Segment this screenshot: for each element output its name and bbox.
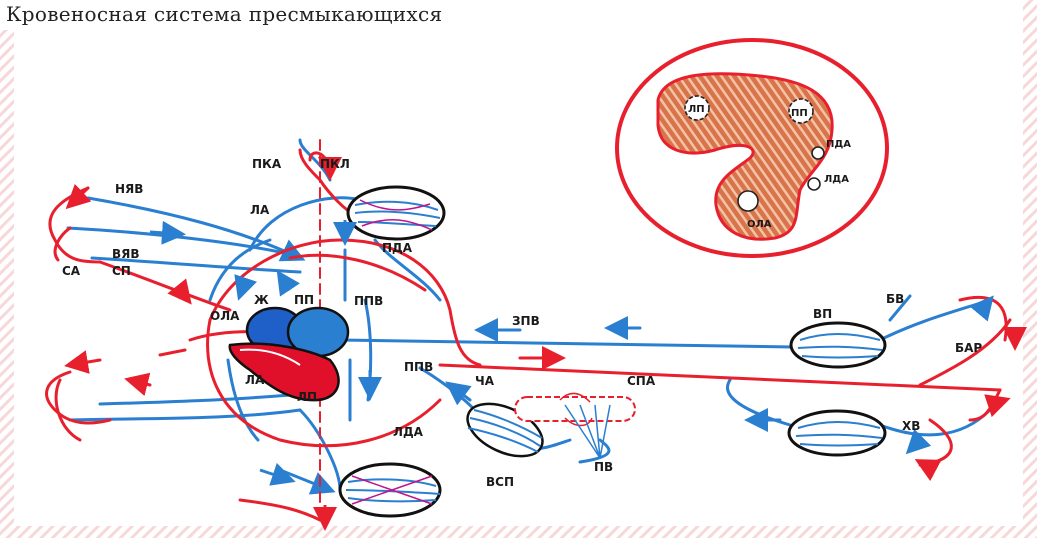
label-pkl: ПКЛ bbox=[320, 157, 350, 171]
right-border-stripes bbox=[1023, 0, 1037, 538]
label-vyav: ВЯВ bbox=[112, 247, 140, 261]
label-la-bottom: ЛА bbox=[245, 373, 265, 387]
label-ppv-mid: ППВ bbox=[404, 360, 433, 374]
label-pka: ПКА bbox=[252, 157, 282, 171]
label-bar: БАР bbox=[955, 341, 982, 355]
label-zpv: ЗПВ bbox=[512, 314, 540, 328]
label-lp: ЛП bbox=[297, 390, 317, 404]
label-vp: ВП bbox=[813, 307, 832, 321]
label-ppv-top: ППВ bbox=[354, 294, 383, 308]
label-pp: ПП bbox=[294, 293, 314, 307]
label-lda: ЛДА bbox=[393, 425, 424, 439]
aorta-cross-section: ЛП ПП ПДА ЛДА ОЛА bbox=[617, 40, 887, 256]
section-label-lp: ЛП bbox=[688, 104, 705, 115]
label-pv: ПВ bbox=[594, 460, 613, 474]
label-sa: СА bbox=[62, 264, 81, 278]
section-label-pda: ПДА bbox=[826, 139, 851, 150]
left-border-stripes bbox=[0, 30, 14, 538]
label-hv: ХВ bbox=[902, 419, 920, 433]
diagram-title: Кровеносная система пресмыкающихся bbox=[6, 2, 442, 26]
label-spa: СПА bbox=[627, 374, 656, 388]
label-sp: СП bbox=[112, 264, 131, 278]
section-label-ola: ОЛА bbox=[747, 219, 772, 230]
label-cha: ЧА bbox=[475, 374, 495, 388]
label-bv: БВ bbox=[886, 292, 904, 306]
bottom-border-stripes bbox=[0, 526, 1037, 538]
label-la-top: ЛА bbox=[250, 203, 270, 217]
label-ola: ОЛА bbox=[210, 309, 240, 323]
label-zh: Ж bbox=[254, 293, 269, 307]
section-label-pp: ПП bbox=[791, 108, 808, 119]
label-pda: ПДА bbox=[382, 241, 413, 255]
label-vsp: ВСП bbox=[486, 475, 514, 489]
label-nyav: НЯВ bbox=[115, 182, 143, 196]
section-label-lda: ЛДА bbox=[824, 174, 849, 185]
